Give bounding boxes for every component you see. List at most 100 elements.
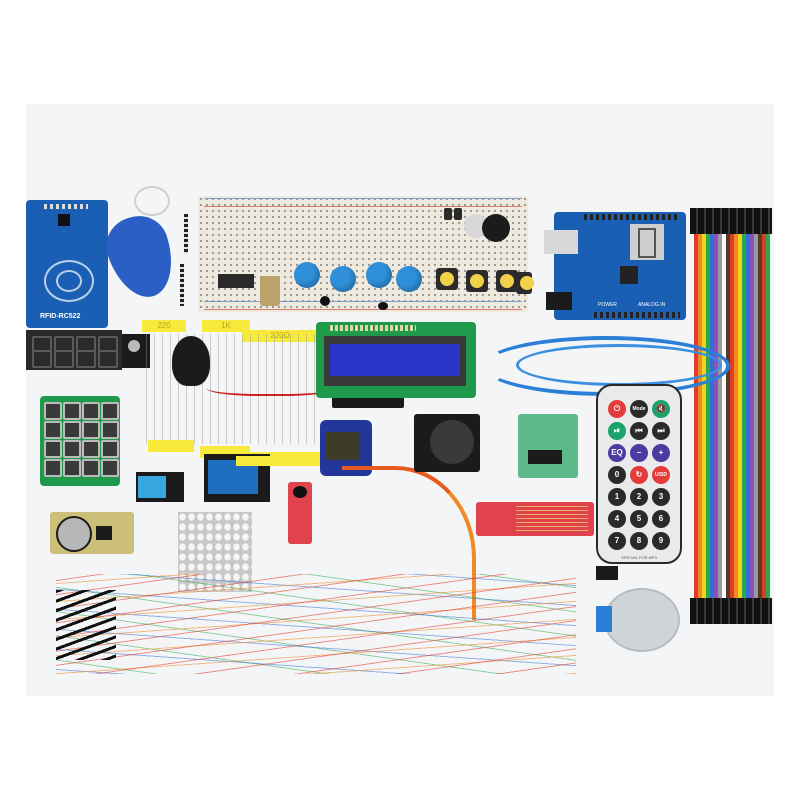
lcd-bezel [324, 336, 466, 386]
keypad-key [44, 440, 62, 458]
dc-jack [546, 292, 572, 310]
water-level-sensor [476, 502, 594, 536]
keypad-4x4 [40, 396, 120, 486]
potentiometer [260, 276, 280, 306]
keypad-key [82, 402, 100, 420]
cap-button-blue-1 [294, 262, 320, 288]
resistor-tag-220: 220 [142, 320, 186, 332]
rtc-ds1302-module [50, 512, 134, 554]
remote-button-1[interactable]: 1 [608, 488, 626, 506]
remote-button-plus[interactable]: + [652, 444, 670, 462]
driver-chip [528, 450, 562, 464]
remote-button-4[interactable]: 4 [608, 510, 626, 528]
rfid-header [44, 204, 88, 209]
keypad-key [101, 421, 119, 439]
remote-button-minus[interactable]: − [630, 444, 648, 462]
ir-receiver-module [122, 334, 150, 368]
keypad-key [82, 421, 100, 439]
keypad-key [44, 402, 62, 420]
coin-cell-battery [56, 516, 92, 552]
rfid-antenna-icon [44, 260, 94, 302]
tact-switch-3 [496, 270, 518, 292]
power-rail-blue-bottom [204, 301, 522, 302]
usb-cable-loop [516, 344, 722, 386]
remote-button-power[interactable]: ⏻ [608, 400, 626, 418]
header-pins-2 [180, 264, 184, 306]
microphone [293, 486, 307, 498]
power-rail-blue [204, 198, 522, 199]
power-header-label: POWER [598, 302, 617, 308]
remote-button-8[interactable]: 8 [630, 532, 648, 550]
ir-remote-control: ⏻ Mode 🔇 ⏯ ⏮ ⏭ EQ − + 0 ↻ U/SD 1 2 3 4 5… [596, 384, 682, 564]
remote-button-5[interactable]: 5 [630, 510, 648, 528]
loose-jumper-wires [56, 574, 576, 674]
jumper-wire [734, 234, 738, 598]
cap-button-blue-2 [330, 266, 356, 292]
keyring-icon [134, 186, 170, 216]
remote-footer-label: SPECIAL FOR MP3 [621, 555, 657, 560]
resistor-tag-relay [236, 456, 320, 466]
segment-digit-icon [98, 336, 118, 368]
capacitor-2 [454, 208, 462, 220]
remote-button-2[interactable]: 2 [630, 488, 648, 506]
ir-sensor-dome [128, 340, 140, 352]
remote-button-next[interactable]: ⏭ [652, 422, 670, 440]
battery-clip-wire [206, 376, 336, 396]
stepper-connector [596, 566, 618, 580]
remote-button-repeat[interactable]: ↻ [630, 466, 648, 484]
jumper-connectors-bottom [690, 598, 772, 624]
lcd-screen [330, 344, 460, 376]
rfid-antenna-inner-icon [56, 270, 82, 292]
cap-button-blue-4 [396, 266, 422, 292]
segment-digit-icon [76, 336, 96, 368]
remote-button-mode[interactable]: Mode [630, 400, 648, 418]
transistor [320, 296, 330, 306]
remote-button-0[interactable]: 0 [608, 466, 626, 484]
capacitor-1 [444, 208, 452, 220]
wire-connector-black [56, 590, 116, 660]
remote-button-7[interactable]: 7 [608, 532, 626, 550]
remote-button-eq[interactable]: EQ [608, 444, 626, 462]
cap-button-blue-3 [366, 262, 392, 288]
dc-barrel-plug [332, 396, 404, 408]
resistor-tag-1k: 1K [202, 320, 250, 332]
power-rail-red [204, 206, 522, 207]
remote-button-usd[interactable]: U/SD [652, 466, 670, 484]
jumper-connectors-top [690, 208, 772, 234]
dht11-sensor [136, 472, 184, 502]
breadboard [198, 196, 534, 312]
jumper-wire [702, 234, 706, 598]
keypad-key [44, 459, 62, 477]
keypad-key [63, 421, 81, 439]
battery-clip [172, 336, 210, 386]
remote-button-mute[interactable]: 🔇 [652, 400, 670, 418]
joystick-module [414, 414, 480, 472]
remote-button-9[interactable]: 9 [652, 532, 670, 550]
remote-button-3[interactable]: 3 [652, 488, 670, 506]
mcu-chip [620, 266, 638, 284]
uln2003-driver [518, 414, 578, 478]
rfid-module: RFID-RC522 [26, 200, 108, 328]
keypad-key [82, 440, 100, 458]
jumper-wire [742, 234, 746, 598]
arduino-uno-board: POWER ANALOG IN [544, 212, 686, 320]
segment-digit-icon [638, 228, 656, 258]
sound-sensor-module [288, 482, 312, 544]
lcd-header [330, 325, 416, 331]
jumper-wire [698, 234, 702, 598]
keypad-key [63, 459, 81, 477]
keypad-key [101, 459, 119, 477]
jumper-wire [758, 234, 762, 598]
jumper-wire [706, 234, 710, 598]
remote-button-6[interactable]: 6 [652, 510, 670, 528]
remote-button-play-pause[interactable]: ⏯ [608, 422, 626, 440]
remote-button-prev[interactable]: ⏮ [630, 422, 648, 440]
resistor-tag-220ohm: 220Ω [242, 330, 318, 342]
lcd-1602-module [316, 322, 476, 398]
buzzer-active [482, 214, 510, 242]
jumper-wire [710, 234, 714, 598]
rfid-label: RFID-RC522 [40, 313, 81, 320]
jumper-wire [750, 234, 754, 598]
tact-switch-4 [516, 272, 534, 294]
jumper-wire [738, 234, 742, 598]
